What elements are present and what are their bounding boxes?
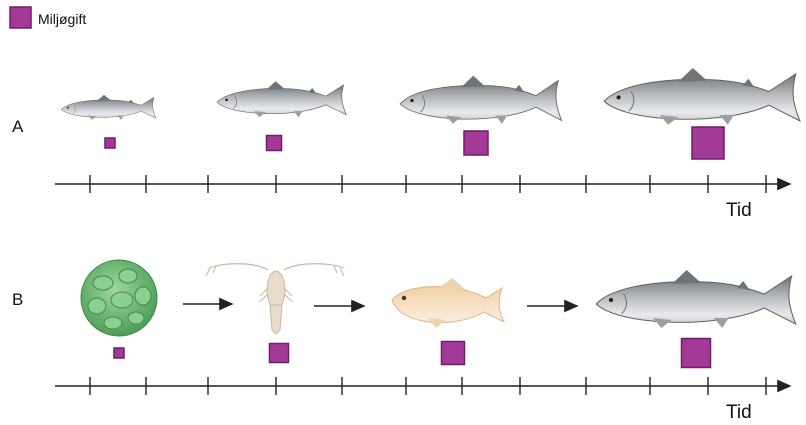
legend-swatch [10, 7, 31, 28]
toxin-square [442, 342, 465, 365]
toxin-square [114, 348, 124, 358]
toxin-square [267, 136, 282, 151]
fish-a2 [217, 81, 346, 117]
toxin-square [464, 131, 488, 155]
fish-a4 [604, 68, 800, 125]
salmon-image [596, 270, 796, 328]
fish-a1 [61, 95, 156, 120]
toxin-square [692, 127, 724, 159]
toxin-square [682, 339, 711, 368]
phytoplankton-image [81, 260, 157, 336]
panel-b-label: B [12, 290, 23, 309]
panel-a-label: A [12, 117, 24, 136]
small-fish-image [392, 278, 504, 328]
toxin-square [105, 138, 115, 148]
toxin-squares-b [114, 339, 711, 368]
copepod-image [206, 264, 344, 334]
toxin-squares-a [105, 127, 724, 159]
legend-label: Miljøgift [38, 11, 86, 27]
axis-label-a: Tid [726, 200, 752, 221]
fish-a3 [400, 76, 561, 124]
axis-label-b: Tid [726, 402, 752, 423]
toxin-square [270, 344, 289, 363]
